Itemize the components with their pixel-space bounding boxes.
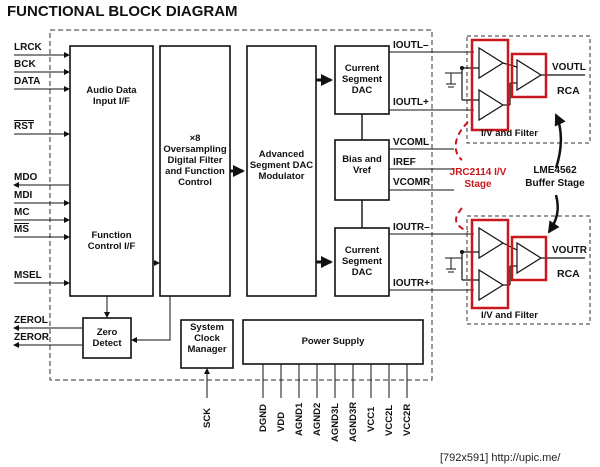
chip-boundary bbox=[49, 29, 433, 381]
pin-zeror: ZEROR bbox=[14, 332, 49, 343]
zero-detect-label: Zero Detect bbox=[92, 327, 122, 349]
pin-rst: RST bbox=[14, 121, 34, 132]
dac-left-label: Current Segment DAC bbox=[341, 63, 383, 96]
label-iref: IREF bbox=[393, 157, 416, 168]
buffer-stage-annotation: LME4562 Buffer Stage bbox=[525, 165, 585, 189]
pin-mdo: MDO bbox=[14, 172, 38, 183]
pin-mc: MC bbox=[14, 207, 30, 218]
filter-label-bottom: I/V and Filter bbox=[481, 310, 539, 321]
pin-sck: SCK bbox=[202, 407, 213, 428]
label-vcoml: VCOML bbox=[393, 137, 430, 148]
pin-mdi: MDI bbox=[14, 190, 33, 201]
pin-data: DATA bbox=[14, 76, 41, 87]
diagram-title: FUNCTIONAL BLOCK DIAGRAM bbox=[7, 3, 238, 20]
filter-label-top: I/V and Filter bbox=[481, 128, 539, 139]
pin-vcc2l: VCC2L bbox=[384, 404, 395, 436]
watermark: [792x591] http://upic.me/ bbox=[440, 452, 561, 464]
pin-agnd1: AGND1 bbox=[294, 402, 305, 436]
iv-stage-pointer bbox=[454, 121, 469, 233]
dac-right-label: Current Segment DAC bbox=[341, 245, 383, 278]
pin-agnd2: AGND2 bbox=[312, 402, 323, 436]
clock-manager-block bbox=[180, 319, 234, 369]
power-supply-block bbox=[242, 319, 424, 365]
audio-interface-block bbox=[69, 45, 154, 297]
output-stage-bottom bbox=[466, 215, 591, 325]
pin-msel: MSEL bbox=[14, 270, 42, 281]
iv-stage-highlight-top bbox=[470, 38, 510, 132]
output-stage-top bbox=[466, 35, 591, 144]
pin-ms: MS bbox=[14, 224, 29, 235]
modulator-block bbox=[246, 45, 317, 297]
label-vcomr: VCOMR bbox=[393, 177, 431, 188]
buffer-stage-highlight-bottom bbox=[510, 235, 548, 282]
pin-agnd3l: AGND3L bbox=[330, 402, 341, 442]
vout-right-label: VOUTR bbox=[552, 245, 587, 256]
audio-interface-label: Audio Data Input I/F bbox=[86, 85, 137, 107]
pin-bck: BCK bbox=[14, 59, 36, 70]
vout-left-label: VOUTL bbox=[552, 62, 586, 73]
bias-block bbox=[334, 139, 390, 201]
rca-bottom-label: RCA bbox=[557, 268, 580, 280]
iv-stage-highlight-bottom bbox=[470, 218, 510, 310]
label-ioutr-plus: IOUTR+ bbox=[393, 278, 430, 289]
function-control-label: Function Control I/F bbox=[87, 230, 136, 252]
pin-vcc2r: VCC2R bbox=[402, 403, 413, 436]
iv-stage-annotation: JRC2114 I/V Stage bbox=[449, 167, 507, 190]
dac-right-block bbox=[334, 227, 390, 297]
pin-vcc1: VCC1 bbox=[366, 406, 377, 432]
rca-top-label: RCA bbox=[557, 85, 580, 97]
oversampling-label: ×8 Oversampling Digital Filter and Funct… bbox=[163, 133, 227, 188]
bias-label: Bias and Vref bbox=[342, 154, 382, 176]
label-ioutl-minus: IOUTL– bbox=[393, 40, 429, 51]
label-ioutr-minus: IOUTR– bbox=[393, 222, 430, 233]
oversampling-block bbox=[159, 45, 231, 297]
pin-dgnd: DGND bbox=[258, 404, 269, 432]
clock-manager-label: System Clock Manager bbox=[187, 322, 227, 355]
pin-zerol: ZEROL bbox=[14, 315, 48, 326]
buffer-stage-highlight-top bbox=[510, 52, 548, 99]
pin-lrck: LRCK bbox=[14, 42, 42, 53]
pin-vdd: VDD bbox=[276, 411, 287, 432]
power-supply-label: Power Supply bbox=[301, 336, 365, 347]
label-ioutl-plus: IOUTL+ bbox=[393, 97, 429, 108]
modulator-label: Advanced Segment DAC Modulator bbox=[249, 149, 314, 182]
pin-agnd3r: AGND3R bbox=[348, 401, 359, 442]
